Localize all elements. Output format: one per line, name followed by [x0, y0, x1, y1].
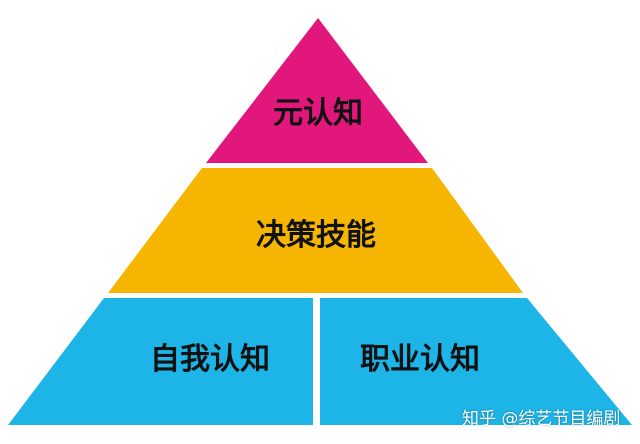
tier-top-label: 元认知 — [273, 96, 363, 131]
watermark: 知乎 @综艺节目编剧 — [462, 409, 621, 429]
tier-bottom-right-shape — [320, 298, 632, 425]
tier-bottom-left-shape — [8, 298, 313, 425]
tier-bottom-right-label: 职业认知 — [360, 342, 480, 377]
tier-bottom-left-label: 自我认知 — [150, 342, 270, 377]
tier-middle-label: 决策技能 — [256, 218, 376, 253]
tier-top-shape — [206, 18, 428, 163]
tier-middle-shape — [108, 168, 523, 293]
